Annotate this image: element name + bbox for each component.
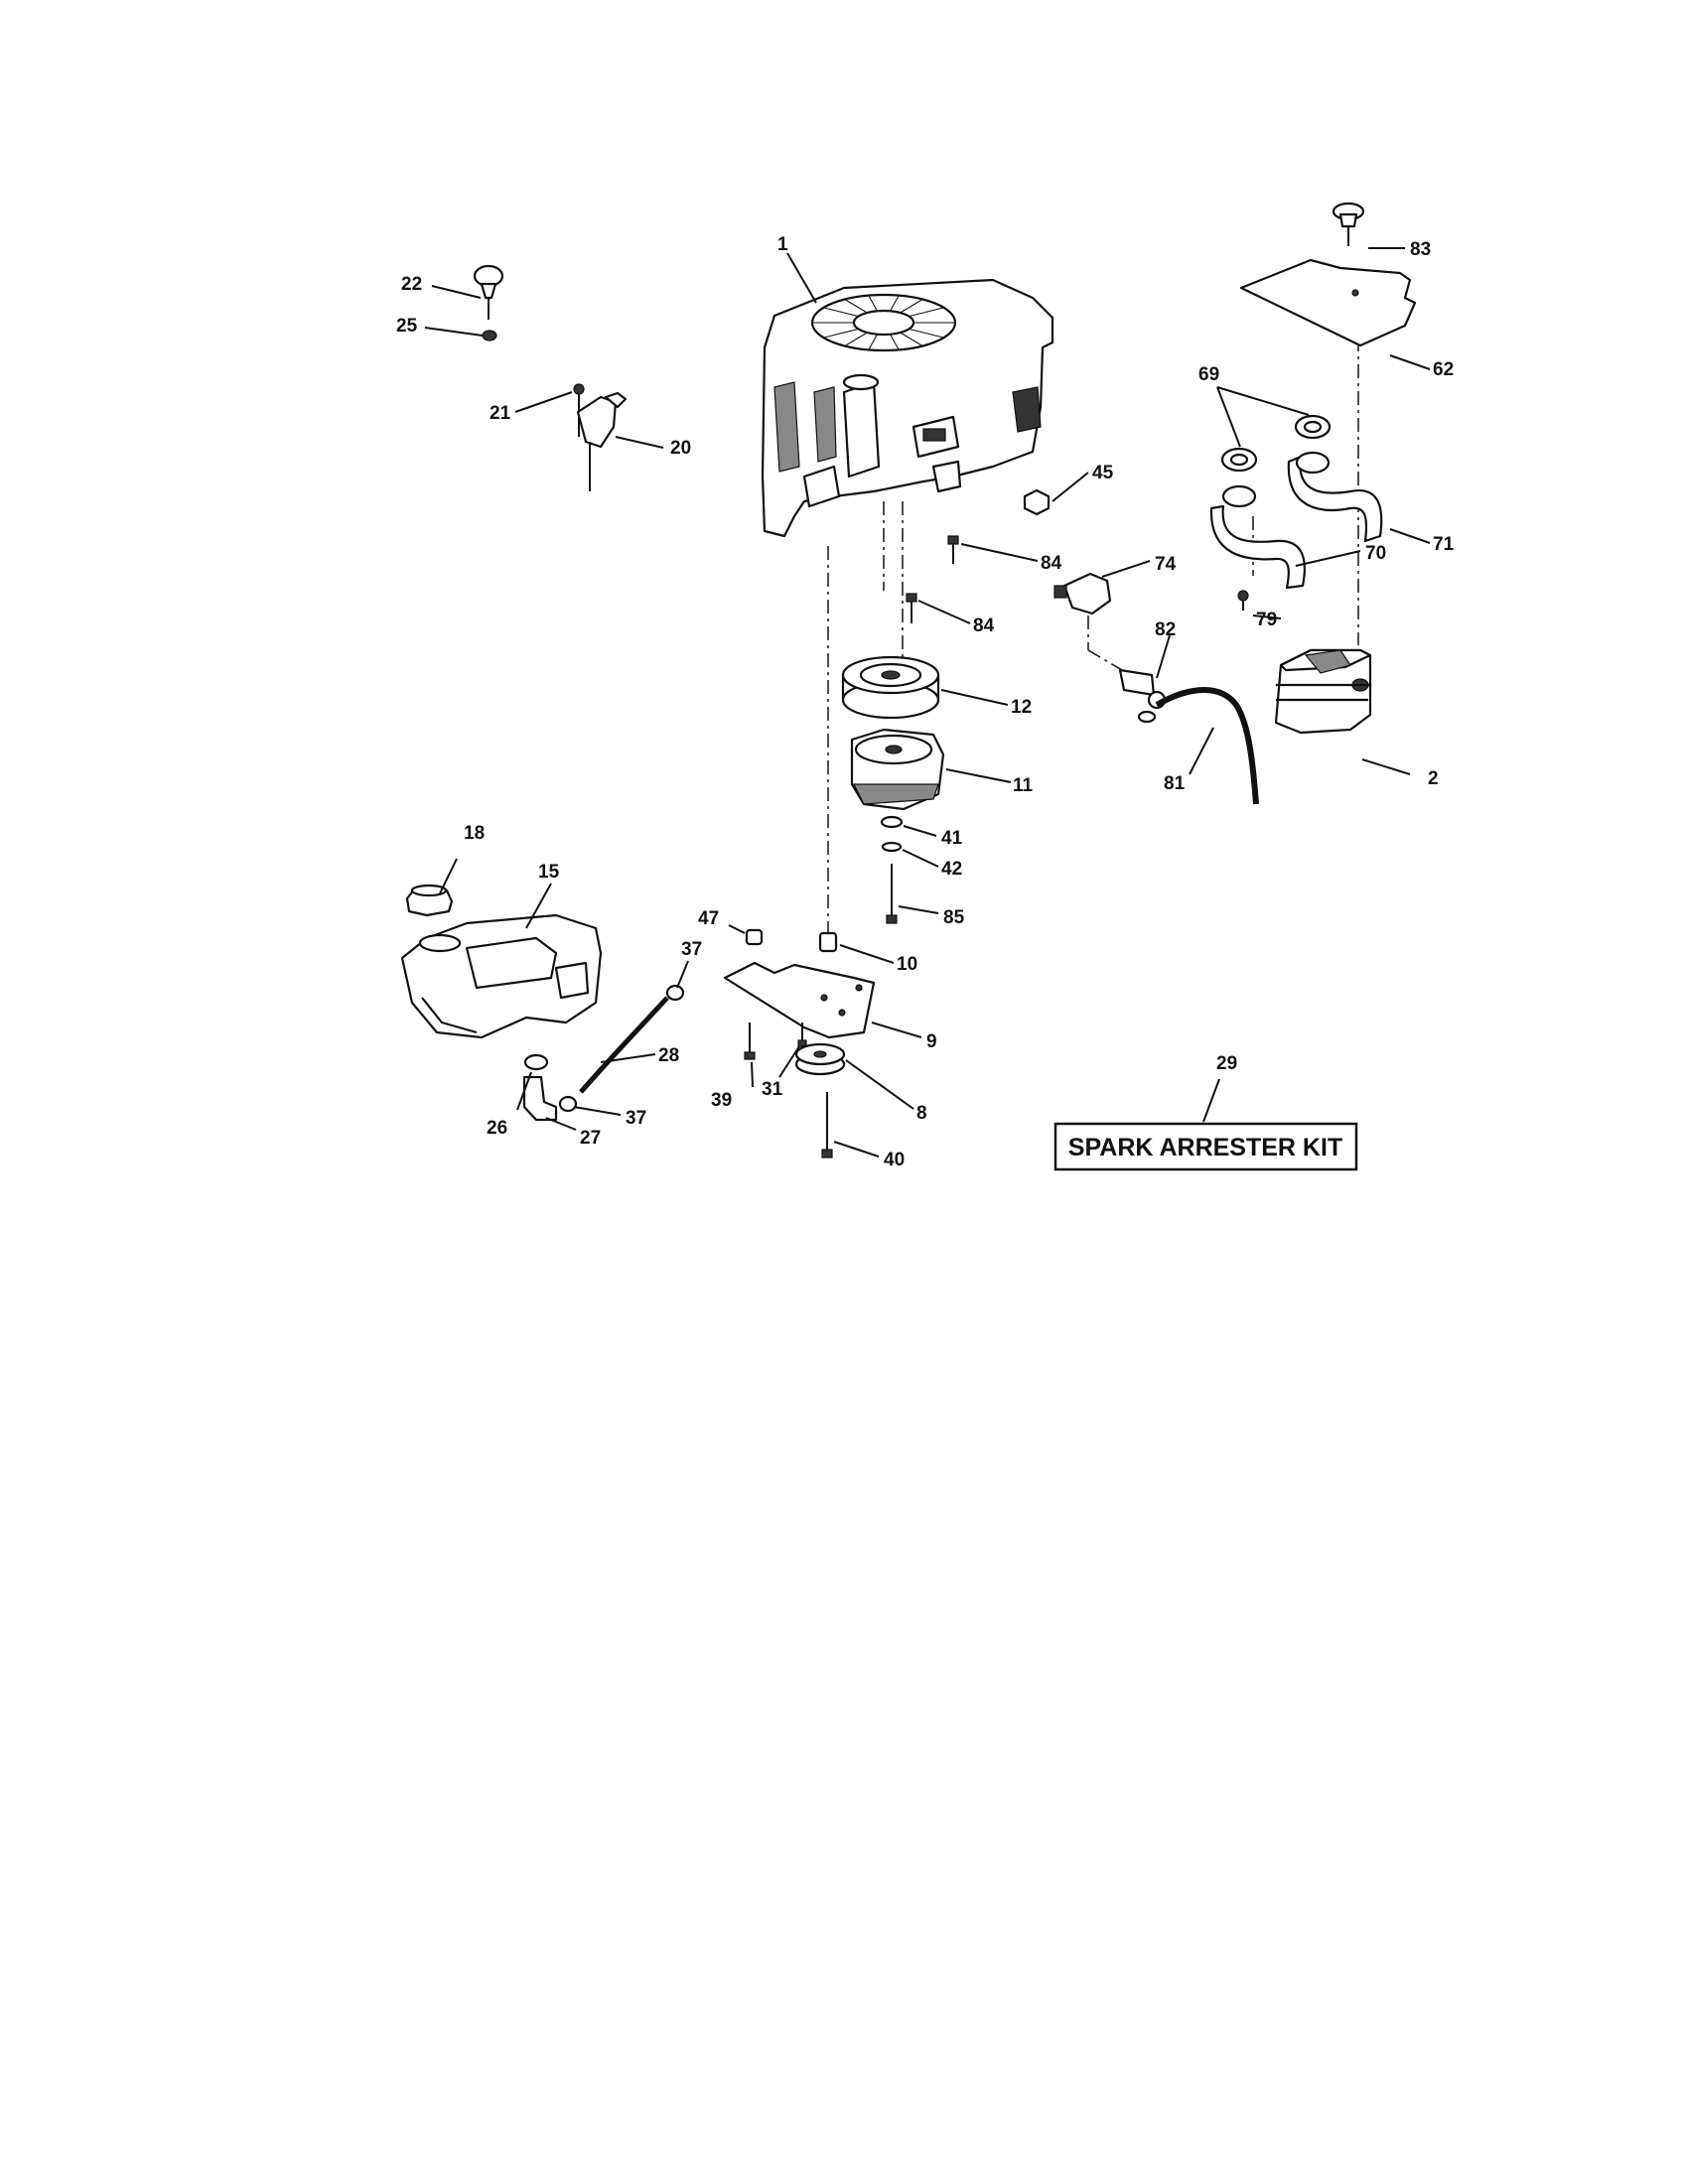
hose-part-81 xyxy=(1155,687,1259,805)
label-15: 15 xyxy=(538,862,560,883)
label-8: 8 xyxy=(916,1103,927,1124)
label-37-upper: 37 xyxy=(681,939,702,960)
label-18: 18 xyxy=(464,823,485,844)
bolt-part-85 xyxy=(886,864,898,924)
exhaust-pipe-part-71 xyxy=(1287,455,1383,543)
label-1: 1 xyxy=(777,234,788,255)
label-70: 70 xyxy=(1365,543,1386,564)
label-71: 71 xyxy=(1433,534,1455,555)
label-26: 26 xyxy=(487,1118,507,1139)
gasket-part-69-lower xyxy=(1220,447,1258,473)
label-10: 10 xyxy=(897,954,917,975)
fitting-part-82 xyxy=(1118,668,1167,724)
washer-part-42 xyxy=(881,841,903,853)
clamp-part-37-lower xyxy=(558,1095,578,1113)
bolt-part-84-upper xyxy=(947,535,959,564)
label-81: 81 xyxy=(1164,773,1186,794)
label-20: 20 xyxy=(670,438,691,459)
screw-part-79 xyxy=(1237,590,1249,611)
label-9: 9 xyxy=(926,1031,937,1052)
bolt-part-83 xyxy=(1332,202,1365,246)
label-42: 42 xyxy=(941,859,962,880)
engine-part-1 xyxy=(761,278,1054,538)
label-41: 41 xyxy=(941,828,963,849)
bolt-part-84-lower xyxy=(906,593,917,623)
screw-part-31 xyxy=(797,1023,807,1047)
label-31: 31 xyxy=(762,1079,783,1100)
label-2: 2 xyxy=(1428,768,1439,789)
spark-arrester-kit-box xyxy=(1053,1122,1358,1171)
grommet-part-26 xyxy=(523,1053,549,1071)
label-12: 12 xyxy=(1011,697,1032,718)
pipe-flange-71 xyxy=(1295,451,1331,475)
label-84-upper: 84 xyxy=(1041,553,1062,574)
screw-part-39 xyxy=(744,1023,756,1060)
bracket-part-9 xyxy=(723,961,876,1039)
label-82: 82 xyxy=(1155,619,1176,640)
fitting-part-27 xyxy=(522,1075,558,1122)
gasket-part-69-upper xyxy=(1294,414,1332,440)
clamp-part-37-upper xyxy=(665,984,685,1002)
label-21: 21 xyxy=(490,403,511,424)
clutch-part-11 xyxy=(850,728,945,811)
pipe-flange-70 xyxy=(1221,484,1257,508)
washer-part-25 xyxy=(482,330,497,341)
label-84-lower: 84 xyxy=(973,615,995,636)
muffler-part-2 xyxy=(1274,648,1372,735)
spacer-part-10 xyxy=(818,931,838,953)
label-79: 79 xyxy=(1256,610,1277,630)
pulley-part-12 xyxy=(841,655,940,720)
washer-part-41 xyxy=(880,815,904,829)
label-25: 25 xyxy=(396,316,418,337)
spark-arrester-kit-label: SPARK ARRESTER KIT xyxy=(1068,1134,1342,1161)
alignment-line-74b xyxy=(1087,649,1123,671)
leader-lines xyxy=(424,247,1431,1158)
label-29: 29 xyxy=(1216,1053,1237,1074)
label-74: 74 xyxy=(1155,554,1177,575)
label-39: 39 xyxy=(711,1090,732,1111)
label-47: 47 xyxy=(698,908,719,929)
fuel-line-part-28 xyxy=(579,996,669,1094)
fuel-tank-part-15 xyxy=(400,913,603,1039)
nut-part-45 xyxy=(1023,488,1051,516)
bolt-part-40 xyxy=(821,1092,833,1159)
label-40: 40 xyxy=(884,1150,905,1170)
label-83: 83 xyxy=(1410,239,1431,260)
label-28: 28 xyxy=(658,1045,679,1066)
label-85: 85 xyxy=(943,907,965,928)
label-62: 62 xyxy=(1433,359,1454,380)
fuel-cap-part-18 xyxy=(405,884,454,917)
label-22: 22 xyxy=(401,274,422,295)
label-69: 69 xyxy=(1198,364,1219,385)
knob-part-22 xyxy=(473,264,504,320)
control-part-20 xyxy=(576,391,628,491)
elbow-part-74 xyxy=(1053,572,1112,615)
label-37-lower: 37 xyxy=(626,1108,646,1129)
exhaust-pipe-part-70 xyxy=(1209,504,1306,590)
idler-pulley-part-8 xyxy=(794,1042,846,1076)
label-45: 45 xyxy=(1092,463,1114,483)
label-11: 11 xyxy=(1013,775,1034,796)
cap-part-47 xyxy=(745,928,764,946)
heat-shield-part-62 xyxy=(1239,258,1417,347)
label-27: 27 xyxy=(580,1128,601,1149)
